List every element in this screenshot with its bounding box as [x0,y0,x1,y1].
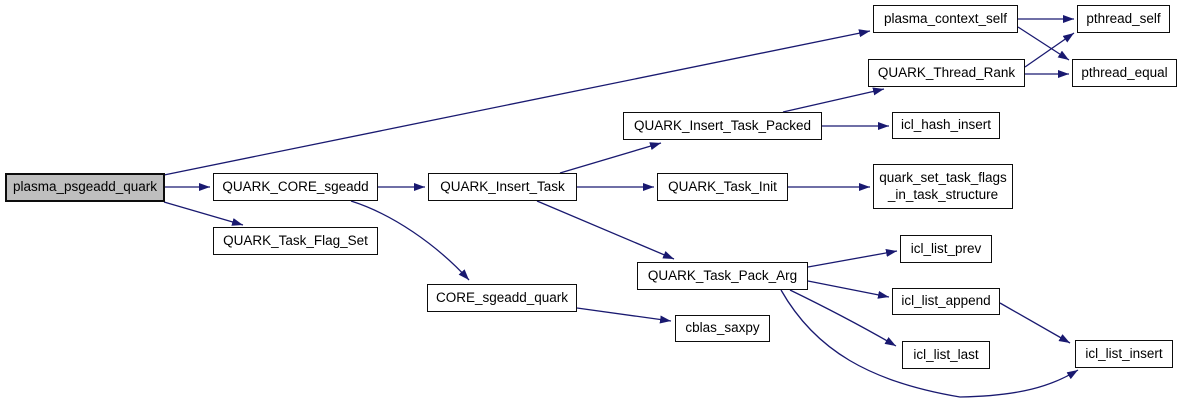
node-pthread-self[interactable]: pthread_self [1077,5,1170,33]
edge-quark-task-pack-arg-to-icl-list-insert [780,289,1079,398]
edge-plasma-psgeadd-quark-to-plasma-context-self [163,29,871,176]
node-pthread-equal[interactable]: pthread_equal [1072,59,1177,87]
node-icl-hash-insert[interactable]: icl_hash_insert [892,112,1000,139]
node-plasma-context-self[interactable]: plasma_context_self [873,5,1018,33]
edge-plasma-context-self-to-pthread-equal [1017,26,1070,61]
node-icl-list-last[interactable]: icl_list_last [902,341,990,369]
edge-core-sgeadd-quark-to-cblas-saxpy [576,307,672,324]
edge-quark-thread-rank-to-pthread-self [1024,32,1075,68]
node-quark-thread-rank[interactable]: QUARK_Thread_Rank [868,59,1025,87]
node-quark-core-sgeadd[interactable]: QUARK_CORE_sgeadd [213,173,378,201]
node-quark-insert-task-packed[interactable]: QUARK_Insert_Task_Packed [623,112,822,140]
node-cblas-saxpy[interactable]: cblas_saxpy [675,315,770,342]
edge-quark-task-pack-arg-to-icl-list-append [807,280,890,299]
edge-quark-task-pack-arg-to-icl-list-last [789,289,897,347]
node-icl-list-prev[interactable]: icl_list_prev [900,235,992,263]
edge-plasma-psgeadd-quark-to-quark-task-flag-set [163,201,244,226]
node-quark-set-task-flags-in-task-structure[interactable]: quark_set_task_flags _in_task_structure [873,164,1013,209]
node-core-sgeadd-quark[interactable]: CORE_sgeadd_quark [427,284,577,312]
node-quark-task-init[interactable]: QUARK_Task_Init [657,173,788,201]
edge-quark-core-sgeadd-to-core-sgeadd-quark [350,200,470,281]
node-icl-list-insert[interactable]: icl_list_insert [1075,340,1173,368]
node-quark-task-flag-set[interactable]: QUARK_Task_Flag_Set [213,227,378,255]
edge-quark-insert-task-to-quark-insert-task-packed [559,142,662,174]
edge-quark-insert-task-to-quark-task-pack-arg [536,200,675,260]
node-quark-task-pack-arg[interactable]: QUARK_Task_Pack_Arg [637,262,808,290]
edge-quark-insert-task-packed-to-quark-thread-rank [782,87,885,113]
edge-icl-list-append-to-icl-list-insert [999,302,1071,344]
node-icl-list-append[interactable]: icl_list_append [892,288,1000,315]
node-quark-insert-task[interactable]: QUARK_Insert_Task [428,173,577,201]
node-plasma-psgeadd-quark[interactable]: plasma_psgeadd_quark [5,173,165,202]
edge-quark-task-pack-arg-to-icl-list-prev [807,249,898,268]
